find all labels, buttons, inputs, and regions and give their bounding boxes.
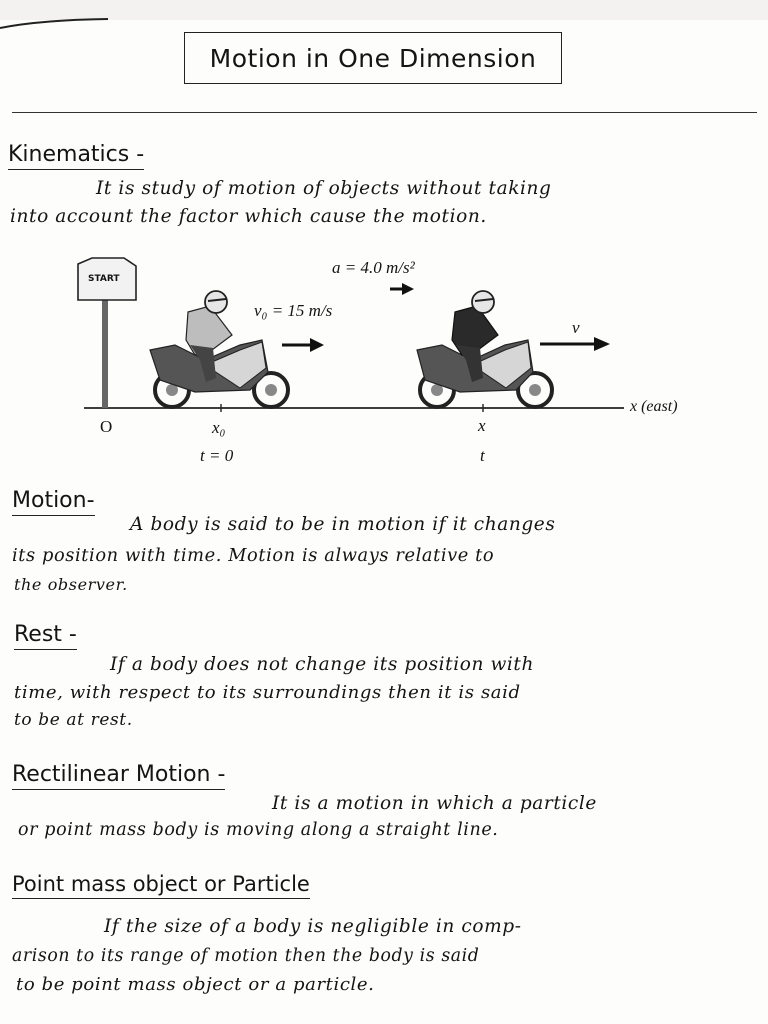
arrow-v0 [282, 338, 324, 352]
motion-line-2: its position with time. Motion is always… [12, 545, 495, 566]
origin-label: O [100, 417, 113, 436]
heading-rest: Rest - [14, 622, 77, 650]
notebook-page [0, 20, 768, 1024]
motorcycle-later [416, 290, 554, 409]
start-sign [77, 257, 137, 301]
start-sign-text: START [88, 274, 120, 284]
heading-point-mass: Point mass object or Particle [12, 872, 310, 899]
motion-figure [77, 257, 624, 412]
motion-line-3: the observer. [14, 575, 128, 594]
top-bar [0, 0, 768, 20]
page-corner-stroke [0, 18, 109, 29]
heading-motion: Motion- [12, 488, 95, 516]
v-label: v [572, 318, 580, 337]
kinematics-line-1: It is study of motion of objects without… [96, 178, 552, 199]
rectilinear-line-2: or point mass body is moving along a str… [18, 820, 499, 840]
x-label: x [478, 416, 486, 435]
kinematics-line-2: into account the factor which cause the … [10, 206, 487, 227]
arrow-v [540, 337, 610, 351]
rectilinear-line-1: It is a motion in which a particle [272, 793, 597, 814]
point-mass-line-1: If the size of a body is negligible in c… [104, 916, 522, 937]
motion-line-1: A body is said to be in motion if it cha… [130, 514, 556, 535]
rest-line-1: If a body does not change its position w… [110, 654, 534, 675]
v0-label: v₀ = 15 m/s [254, 301, 333, 320]
point-mass-line-3: to be point mass object or a particle. [16, 974, 375, 995]
heading-kinematics: Kinematics - [8, 142, 145, 170]
title-underline [12, 112, 757, 113]
x0-label: x₀ [212, 418, 226, 437]
rest-line-3: to be at rest. [14, 710, 133, 730]
t0-label: t = 0 [200, 446, 234, 465]
page-title: Motion in One Dimension [184, 32, 562, 84]
point-mass-line-2: arison to its range of motion then the b… [12, 946, 480, 966]
axis-label: x (east) [630, 398, 678, 415]
heading-rectilinear-motion: Rectilinear Motion - [12, 762, 226, 790]
acceleration-label: a = 4.0 m/s² [332, 258, 415, 277]
rest-line-2: time, with respect to its surroundings t… [14, 682, 521, 703]
arrow-acceleration [390, 283, 414, 295]
start-sign-post [102, 300, 108, 408]
motorcycle-start [149, 290, 290, 409]
t-label: t [480, 446, 485, 465]
